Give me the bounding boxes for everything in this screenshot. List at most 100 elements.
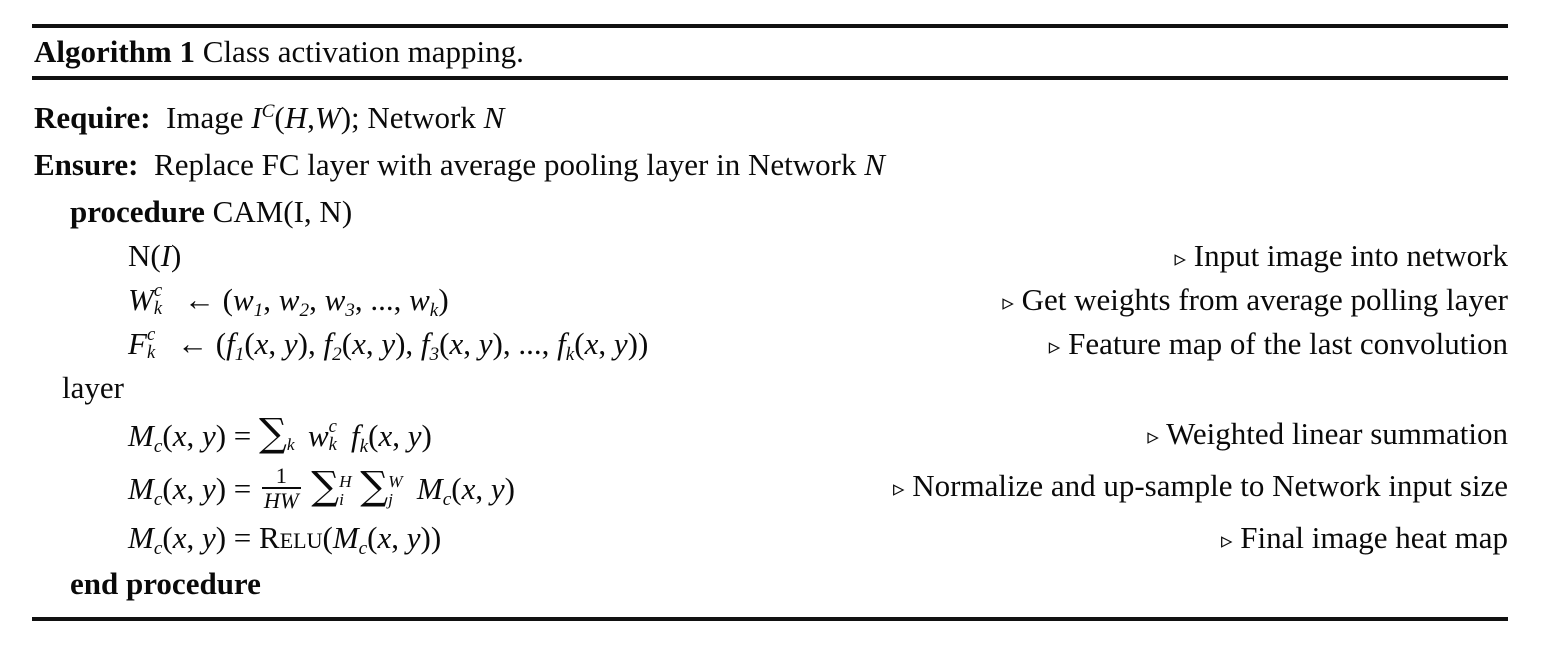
comment-feature-map: ▹ Feature map of the last convolution [1049,322,1508,369]
var-W: W [314,100,341,135]
comma: , [598,326,614,361]
sigma-upper-limit: H [339,471,352,491]
comma: , [186,470,202,506]
var-y: y [613,326,628,361]
paren-close: ) [637,326,649,361]
ensure-line: Ensure: Replace FC layer with average po… [32,143,1508,187]
var-x: x [378,418,393,453]
var-F: F [128,326,147,361]
equals: = [226,520,260,555]
procedure-statement: procedure CAM(I, N) [70,190,352,234]
require-statement: Require: Image IC(H,W); Network N [34,96,504,145]
var-w: w [232,282,254,317]
var-M: M [128,470,154,506]
sub-2: 2 [332,343,342,365]
summation-icon: ∑k [259,411,295,458]
var-y: y [490,470,505,506]
var-M: M [416,470,443,506]
fraction-denominator: HW [261,487,301,512]
comment-triangle-icon: ▹ [1147,424,1159,449]
sigma-glyph: ∑ [259,411,287,456]
var-H: H [284,100,308,135]
paren-close: ) [430,520,442,555]
paren-close: ) [215,520,227,555]
comment-relu: ▹ Final image heat map [1221,516,1508,563]
func-f: f [323,326,333,361]
sigma-upper-limit: W [388,471,403,491]
func-f: f [420,326,430,361]
comma: , [309,282,325,317]
comment-text: Get weights from average polling layer [1021,282,1508,317]
line-wrapped-layer: layer [32,366,1508,410]
comment-triangle-icon: ▹ [1174,246,1186,271]
require-tail: ); Network [340,100,484,135]
paren-close: ) [421,418,432,453]
var-I: I [251,100,262,135]
comma: , [392,418,408,453]
var-w: w [278,282,300,317]
paren-close: ) [215,418,227,453]
var-x: x [449,326,464,361]
sub-c: c [442,488,452,510]
sigma-lower-limit: k [286,434,295,454]
algorithm-title: Class activation mapping. [202,34,524,69]
func-f: f [226,326,235,361]
comment-text: Input image into network [1193,238,1508,273]
var-M: M [128,418,154,453]
var-y: y [283,326,298,361]
func-N: N [128,238,151,273]
ellipsis: , ..., [502,326,558,361]
procedure-signature: CAM(I, N) [212,194,353,229]
func-f: f [557,326,566,361]
input-image-code: N(I) [128,234,181,278]
comma: , [463,326,479,361]
var-w: w [307,418,329,453]
sup-c: c [153,280,163,302]
comma: , [365,326,382,361]
var-W: W [128,282,154,317]
comment-text: Normalize and up-sample to Network input… [912,468,1508,503]
paren-open: ( [215,326,227,361]
paren-open: ( [162,520,173,555]
comment-weights: ▹ Get weights from average polling layer [1002,278,1508,325]
var-y: y [201,470,216,506]
comma: , [268,326,284,361]
comma: , [405,326,421,361]
paren-open: ( [222,282,233,317]
paren-open: ( [244,326,255,361]
paren-open: ( [368,418,379,453]
comment-triangle-icon: ▹ [1048,334,1061,359]
comma: , [186,418,202,453]
paren-open: ( [341,326,353,361]
sigma-lower-limit: j [388,490,393,510]
var-x: x [584,326,599,361]
paren-open: ( [451,470,462,506]
require-keyword: Require: [34,100,151,135]
var-y: y [407,418,422,453]
comment-triangle-icon: ▹ [892,476,905,501]
algorithm-bottom-rule [32,617,1508,621]
procedure-keyword: procedure [70,194,205,229]
comma: , [186,520,202,555]
paren-close: ) [438,282,449,317]
paren-close: ) [395,326,406,361]
paren-close: ) [171,238,182,273]
var-N: N [864,147,885,182]
algorithm-block: Algorithm 1 Class activation mapping. Re… [32,0,1508,651]
var-y: y [201,418,216,453]
sub-1: 1 [253,299,264,321]
paren-close: ) [297,326,308,361]
algorithm-header-rule [32,76,1508,80]
line-relu: Mc(x, y) = Relu(Mc(x, y)) ▹ Final image … [32,516,1508,560]
